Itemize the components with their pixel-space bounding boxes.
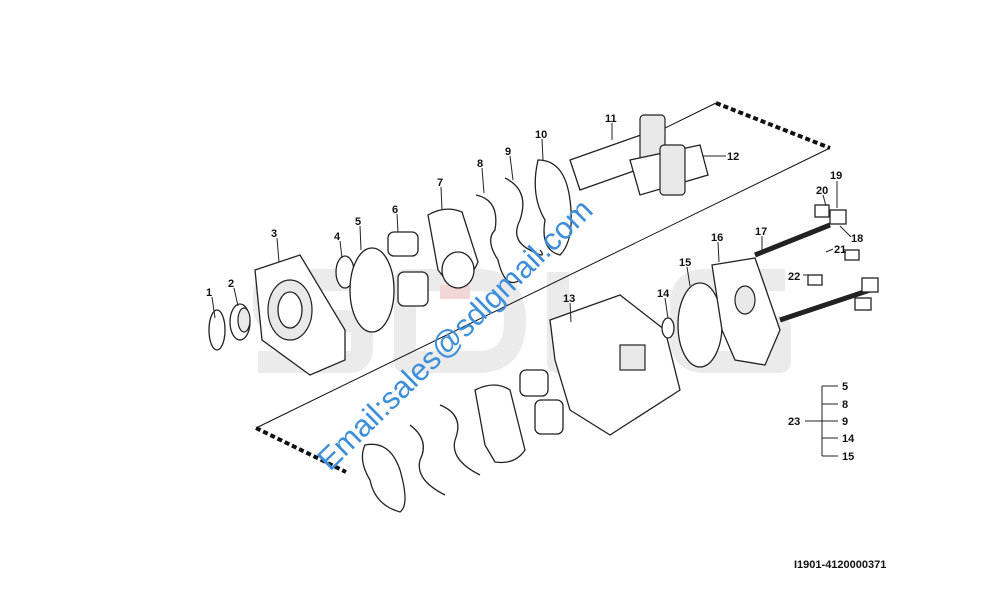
- watermark-logo-accent: [440, 285, 470, 299]
- callout-5: 5: [355, 216, 361, 228]
- part-21-plug: [844, 249, 860, 261]
- part-13-pump-body: [549, 294, 681, 436]
- kit-item: 5: [842, 381, 848, 393]
- callout-labels: 1 2 3 4 5 6 7 8 9 10 11 12 13 14 15 16 1…: [206, 113, 863, 305]
- callout-16: 16: [711, 232, 723, 244]
- kit-legend: 23 5 8 9 14 15: [788, 381, 855, 463]
- callout-9: 9: [505, 146, 511, 158]
- part-15-seal-ring: [677, 282, 723, 368]
- callout-3: 3: [271, 228, 277, 240]
- callout-10: 10: [535, 129, 547, 141]
- callout-19: 19: [830, 170, 842, 182]
- kit-number: 23: [788, 416, 800, 428]
- part-14-o-ring: [661, 317, 675, 339]
- part-20-fitting: [814, 204, 830, 218]
- part-19-fitting: [829, 209, 847, 225]
- callout-2: 2: [228, 278, 234, 290]
- callout-22: 22: [788, 271, 800, 283]
- part-17-bolt: [754, 222, 831, 258]
- callout-17: 17: [755, 226, 767, 238]
- callout-7: 7: [437, 177, 443, 189]
- callout-1: 1: [206, 287, 212, 299]
- parts: [208, 114, 879, 513]
- callout-6: 6: [392, 204, 398, 216]
- callout-4: 4: [334, 231, 341, 243]
- kit-item: 14: [842, 433, 855, 445]
- document-id: I1901-4120000371: [794, 559, 886, 571]
- callout-leaders: [211, 123, 852, 323]
- part-8-backup-ring: [475, 194, 521, 284]
- callout-20: 20: [816, 185, 828, 197]
- part-22-plug: [807, 274, 823, 286]
- part-9-seal: [504, 177, 544, 256]
- callout-14: 14: [657, 288, 670, 300]
- kit-item: 8: [842, 399, 848, 411]
- callout-8: 8: [477, 158, 483, 170]
- callout-13: 13: [563, 293, 575, 305]
- kit-item: 15: [842, 451, 854, 463]
- part-5-seal-ring: [349, 247, 395, 333]
- callout-21: 21: [834, 244, 846, 256]
- callout-18: 18: [851, 233, 863, 245]
- callout-11: 11: [605, 113, 617, 125]
- callout-15: 15: [679, 257, 691, 269]
- kit-item: 9: [842, 416, 848, 428]
- part-10-plate: [534, 159, 572, 256]
- part-1-snap-ring: [208, 309, 226, 351]
- part-6-bearing: [387, 231, 419, 257]
- callout-12: 12: [727, 151, 739, 163]
